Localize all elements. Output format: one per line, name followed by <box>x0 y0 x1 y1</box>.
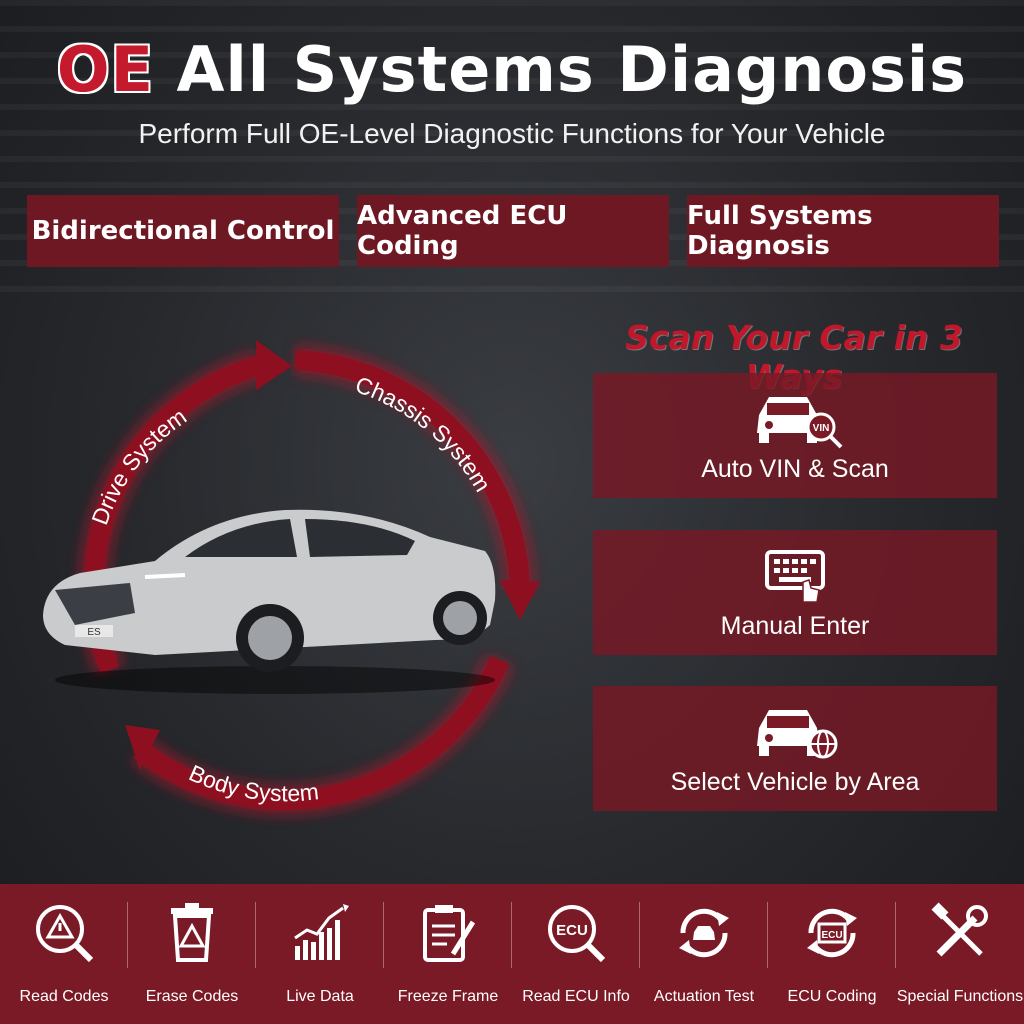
way-select-area: Select Vehicle by Area <box>593 686 997 811</box>
function-read-ecu-info: ECU Read ECU Info <box>512 884 640 1024</box>
function-ecu-coding: ECU ECU Coding <box>768 884 896 1024</box>
car-vin-magnifier-icon: VIN <box>757 397 843 449</box>
function-actuation-test-label: Actuation Test <box>653 988 755 1005</box>
function-actuation-test: Actuation Test <box>640 884 768 1024</box>
function-erase-codes: Erase Codes <box>128 884 256 1024</box>
read-codes-icon <box>36 905 94 963</box>
freeze-frame-icon <box>423 905 476 962</box>
function-freeze-frame-label: Freeze Frame <box>397 988 499 1005</box>
feature-full-systems-diagnosis: Full Systems Diagnosis <box>687 195 999 267</box>
feature-advanced-ecu-coding: Advanced ECU Coding <box>357 195 669 267</box>
live-data-icon <box>294 904 349 960</box>
erase-codes-icon <box>171 903 213 962</box>
page-subtitle: Perform Full OE-Level Diagnostic Functio… <box>138 118 886 149</box>
arrow-head-body <box>125 725 160 770</box>
way-manual-enter: Manual Enter <box>593 530 997 655</box>
page-title: OE All Systems Diagnosis <box>0 30 1024 110</box>
ecu-coding-icon: ECU <box>807 908 857 958</box>
ring-arc-chassis <box>294 350 530 591</box>
svg-text:VIN: VIN <box>813 423 830 434</box>
way-auto-vin-label: Auto VIN & Scan <box>701 455 889 483</box>
way-select-area-label: Select Vehicle by Area <box>670 768 920 796</box>
way-manual-enter-label: Manual Enter <box>720 612 870 640</box>
function-bar: Read Codes Erase Codes Live Data <box>0 884 1024 1024</box>
special-functions-icon <box>931 902 988 957</box>
arrow-head-chassis <box>500 580 540 620</box>
car-globe-icon <box>757 710 838 759</box>
function-read-codes-label: Read Codes <box>19 988 109 1005</box>
title-rest: All Systems Diagnosis <box>153 33 968 106</box>
read-ecu-info-icon: ECU <box>548 905 606 963</box>
function-live-data-label: Live Data <box>286 988 354 1005</box>
svg-text:ECU: ECU <box>556 922 588 939</box>
svg-text:ECU: ECU <box>821 930 842 941</box>
function-special-functions-label: Special Functions <box>896 988 1024 1005</box>
ring-arc-body <box>133 655 510 811</box>
arrow-head-drive <box>256 340 292 390</box>
title-oe: OE <box>56 33 154 106</box>
feature-badges: Bidirectional Control Advanced ECU Codin… <box>27 195 999 267</box>
function-read-codes: Read Codes <box>0 884 128 1024</box>
function-ecu-coding-label: ECU Coding <box>787 988 877 1005</box>
plate-text: ES <box>87 627 101 638</box>
keyboard-hand-icon <box>765 550 825 603</box>
way-auto-vin: VIN Auto VIN & Scan <box>593 373 997 498</box>
feature-bidirectional-control: Bidirectional Control <box>27 195 339 267</box>
function-live-data: Live Data <box>256 884 384 1024</box>
actuation-test-icon <box>679 908 729 958</box>
function-special-functions: Special Functions <box>896 884 1024 1024</box>
car-image: ES <box>43 509 496 694</box>
function-read-ecu-info-label: Read ECU Info <box>522 988 630 1005</box>
function-freeze-frame: Freeze Frame <box>384 884 512 1024</box>
function-erase-codes-label: Erase Codes <box>145 988 239 1005</box>
systems-ring: Drive System Chassis System Body System <box>78 340 540 817</box>
plate <box>75 625 113 637</box>
